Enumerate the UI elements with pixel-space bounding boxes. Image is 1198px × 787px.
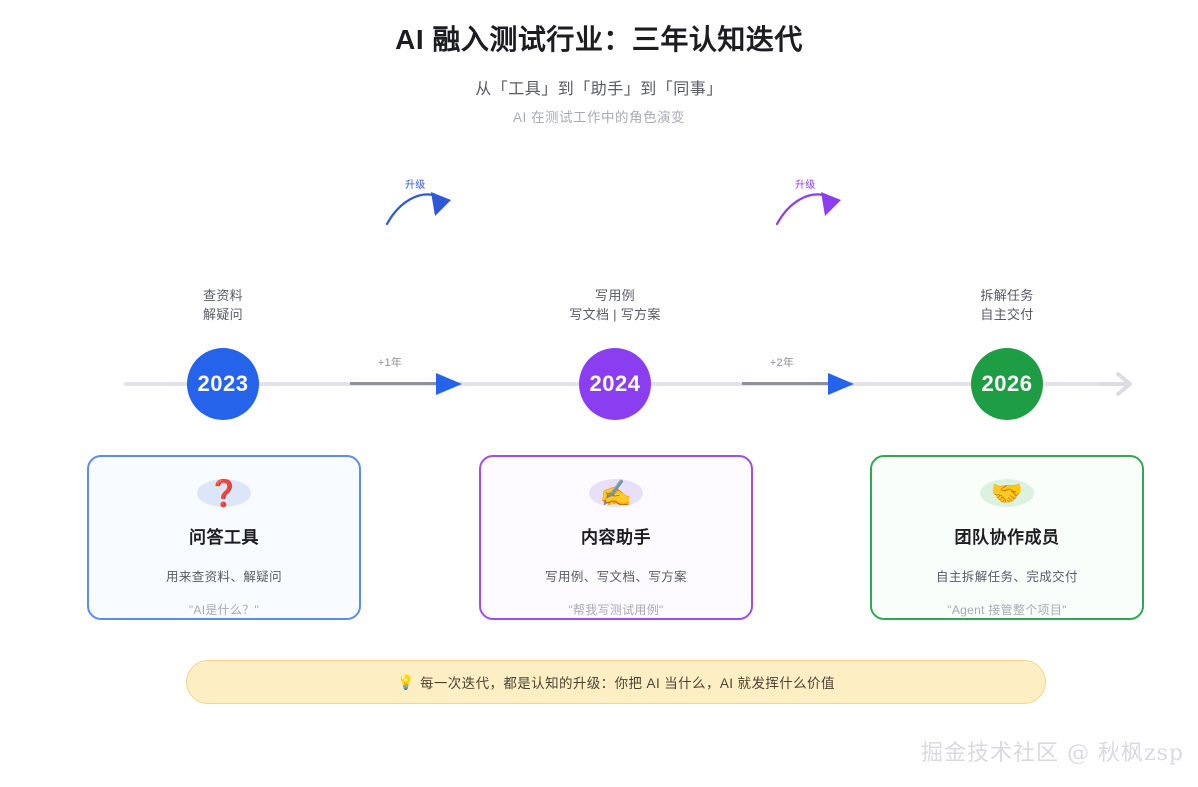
timeline-end-arrow-icon	[1098, 372, 1132, 396]
subtitle-primary: 从「工具」到「助手」到「同事」	[475, 81, 723, 98]
card-quote: "Agent 接管整个项目"	[947, 603, 1067, 617]
node-year-label: 2026	[981, 371, 1033, 396]
caption-line: 解疑问	[203, 307, 243, 322]
stage-card-2[interactable]: ✍️ 内容助手 写用例、写文档、写方案 "帮我写测试用例"	[479, 455, 753, 620]
timeline-arrow-2	[828, 373, 854, 395]
stage-card-3[interactable]: 🤝 团队协作成员 自主拆解任务、完成交付 "Agent 接管整个项目"	[870, 455, 1144, 620]
gap-label-1: +1年	[377, 357, 403, 369]
watermark: 掘金技术社区 @ 秋枫zsp	[921, 741, 1184, 766]
card-description: 自主拆解任务、完成交付	[936, 570, 1078, 584]
upgrade-arc-label: 升级	[405, 180, 426, 191]
card-description: 写用例、写文档、写方案	[545, 570, 687, 584]
card-icon-glyph: 🤝	[990, 478, 1024, 508]
node-caption-2026: 拆解任务 自主交付	[897, 286, 1117, 324]
card-icon-glyph: ✍️	[599, 478, 633, 508]
timeline-node-2023[interactable]: 2023	[187, 348, 259, 420]
upgrade-arc-icon	[775, 192, 841, 226]
header: AI 融入测试行业：三年认知迭代 从「工具」到「助手」到「同事」 AI 在测试工…	[0, 20, 1198, 130]
stage-card-1[interactable]: ❓ 问答工具 用来查资料、解疑问 "AI是什么？"	[87, 455, 361, 620]
upgrade-arc-2: 升级	[773, 176, 857, 232]
card-title: 问答工具	[189, 528, 259, 547]
timeline-arrow-1	[436, 373, 462, 395]
gap-label-2: +2年	[769, 357, 795, 369]
card-quote: "帮我写测试用例"	[568, 603, 664, 617]
timeline-segment-1	[350, 382, 448, 385]
card-icon-glyph: ❓	[207, 478, 241, 508]
node-caption-2023: 查资料 解疑问	[113, 286, 333, 324]
card-description: 用来查资料、解疑问	[165, 570, 283, 584]
banner-text: 每一次迭代，都是认知的升级：你把 AI 当什么，AI 就发挥什么价值	[419, 676, 835, 691]
upgrade-arc-icon	[385, 192, 451, 226]
card-title: 团队协作成员	[954, 528, 1060, 547]
card-title: 内容助手	[581, 528, 651, 547]
timeline-segment-2	[742, 382, 840, 385]
node-year-label: 2024	[589, 371, 641, 396]
writing-hand-icon: ✍️	[589, 479, 643, 507]
caption-line: 查资料	[203, 288, 243, 303]
lightbulb-icon: 💡	[397, 673, 415, 690]
question-mark-icon: ❓	[197, 479, 251, 507]
timeline: 查资料 解疑问 写用例 写文档 | 写方案 拆解任务 自主交付 +1年 +2年 …	[0, 270, 1198, 440]
timeline-node-2026[interactable]: 2026	[971, 348, 1043, 420]
insight-banner: 💡 每一次迭代，都是认知的升级：你把 AI 当什么，AI 就发挥什么价值	[186, 660, 1046, 704]
handshake-icon: 🤝	[980, 479, 1034, 507]
card-quote: "AI是什么？"	[188, 603, 260, 617]
caption-line: 拆解任务	[980, 288, 1034, 303]
caption-line: 写用例	[595, 288, 635, 303]
caption-line: 写文档 | 写方案	[569, 307, 661, 322]
caption-line: 自主交付	[980, 307, 1034, 322]
upgrade-arc-label: 升级	[795, 180, 816, 191]
upgrade-arc-1: 升级	[383, 176, 467, 232]
timeline-node-2024[interactable]: 2024	[579, 348, 651, 420]
page-title: AI 融入测试行业：三年认知迭代	[395, 24, 803, 55]
node-caption-2024: 写用例 写文档 | 写方案	[505, 286, 725, 324]
subtitle-secondary: AI 在测试工作中的角色演变	[512, 110, 685, 125]
node-year-label: 2023	[197, 371, 249, 396]
